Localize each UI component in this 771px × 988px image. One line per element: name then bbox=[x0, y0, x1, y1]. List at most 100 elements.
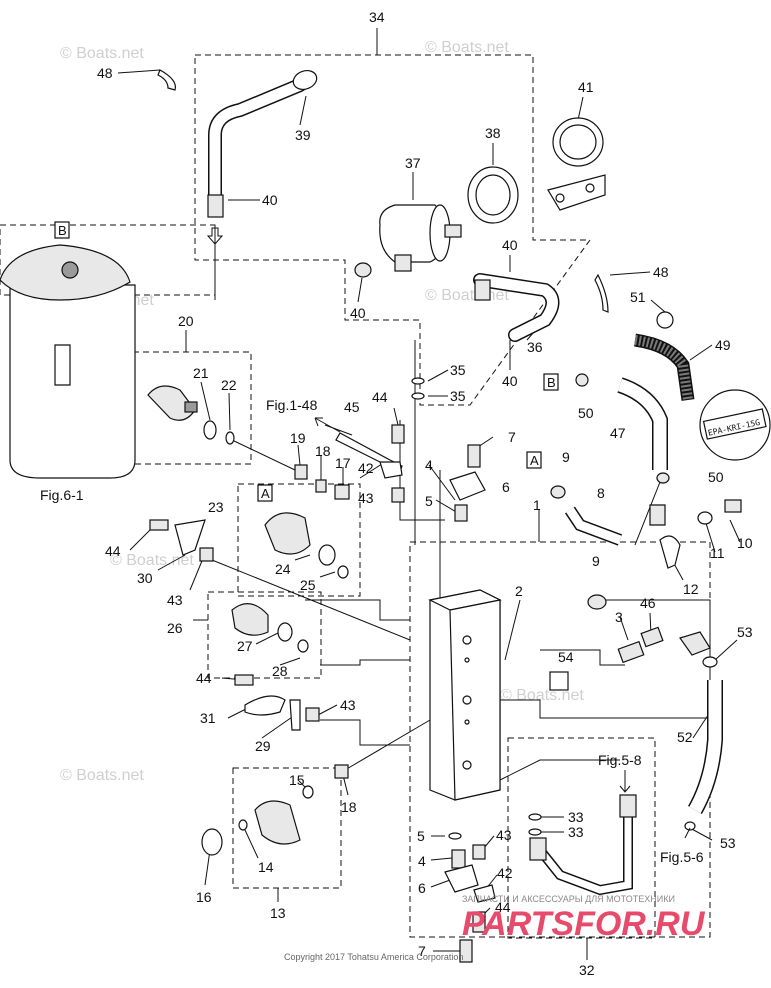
plate-6 bbox=[449, 471, 486, 501]
hose-52 bbox=[687, 680, 723, 814]
hose-8 bbox=[565, 506, 623, 546]
elbow-fitting bbox=[679, 631, 711, 656]
group-26-outline bbox=[207, 591, 322, 679]
collar-43-left bbox=[199, 547, 214, 562]
callout: 44 bbox=[105, 543, 121, 559]
callout: 2 bbox=[515, 583, 523, 599]
callout: 23 bbox=[208, 499, 224, 515]
clip-9 bbox=[550, 485, 566, 499]
brand-logo: PARTSFOR.RU bbox=[462, 905, 706, 943]
watermark-layer: © Boats.net © Boats.net © Boats.net © Bo… bbox=[60, 39, 584, 784]
clip-50b bbox=[656, 472, 670, 484]
group-13-outline bbox=[232, 767, 342, 889]
callout: 9 bbox=[592, 553, 600, 569]
fitting-3 bbox=[617, 640, 645, 664]
callout: 37 bbox=[405, 155, 421, 171]
arrow-fig-5-8 bbox=[619, 770, 631, 793]
callout: 21 bbox=[193, 365, 209, 381]
washer-5b bbox=[448, 832, 462, 840]
callout: 33 bbox=[568, 824, 584, 840]
group-1-outline bbox=[409, 541, 711, 938]
fuel-hose-39 bbox=[207, 69, 318, 218]
callout: 50 bbox=[708, 469, 724, 485]
callout: 51 bbox=[630, 289, 646, 305]
connection-line bbox=[540, 649, 625, 666]
callout: 39 bbox=[295, 127, 311, 143]
callout: 10 bbox=[737, 535, 753, 551]
callout: 49 bbox=[715, 337, 731, 353]
callout: 45 bbox=[344, 399, 360, 415]
filter-bracket bbox=[547, 117, 606, 211]
connection-line bbox=[320, 659, 410, 666]
fitting-21 bbox=[147, 385, 198, 421]
collar-43-mid bbox=[305, 707, 320, 722]
callout: 43 bbox=[358, 490, 374, 506]
t-fitting bbox=[649, 504, 666, 526]
ref-box-letter: A bbox=[530, 453, 539, 468]
washer-35a bbox=[411, 377, 425, 385]
clip-9b bbox=[587, 594, 607, 610]
bracket-29 bbox=[289, 699, 301, 731]
connection-line bbox=[499, 759, 620, 781]
hose-47 bbox=[617, 377, 668, 470]
callout: 54 bbox=[558, 649, 574, 665]
ref-box-b-mid: B bbox=[543, 373, 559, 391]
callout: 18 bbox=[315, 443, 331, 459]
terminal-12 bbox=[659, 535, 681, 569]
callout: 7 bbox=[508, 429, 516, 445]
callout: 44 bbox=[196, 670, 212, 686]
callout: 33 bbox=[568, 809, 584, 825]
washer-33b bbox=[528, 828, 542, 836]
clip-48b bbox=[594, 273, 609, 313]
callout: 42 bbox=[358, 460, 374, 476]
ref-box-letter: B bbox=[547, 375, 556, 390]
callout: 4 bbox=[425, 457, 433, 473]
callout: 48 bbox=[97, 65, 113, 81]
clip-53a bbox=[702, 656, 718, 668]
callout: 20 bbox=[178, 313, 194, 329]
ref-box-b-top: B bbox=[54, 221, 70, 239]
plate-6b bbox=[444, 864, 479, 893]
bolt-7 bbox=[467, 444, 481, 468]
ref-box-a-left: A bbox=[257, 484, 273, 502]
bolt-10 bbox=[724, 499, 742, 513]
grommet-4 bbox=[454, 504, 468, 522]
callout: 35 bbox=[450, 388, 466, 404]
collar-43 bbox=[391, 487, 405, 503]
grommet-4b bbox=[451, 849, 466, 869]
callout: 1 bbox=[533, 497, 541, 513]
bolt-44 bbox=[391, 424, 405, 444]
clip-50a bbox=[575, 373, 589, 387]
bracket-30 bbox=[174, 519, 206, 556]
callout: 32 bbox=[579, 962, 595, 978]
watermark: © Boats.net bbox=[110, 552, 194, 569]
ref-box-letter: B bbox=[58, 223, 67, 238]
callout: 9 bbox=[562, 449, 570, 465]
clip-48a bbox=[157, 69, 177, 91]
fig-ref-5-8: Fig.5-8 bbox=[598, 752, 642, 768]
callout: 17 bbox=[335, 455, 351, 471]
callout: 5 bbox=[417, 828, 425, 844]
fig-ref-5-6: Fig.5-6 bbox=[660, 849, 704, 865]
callout: 43 bbox=[167, 592, 183, 608]
connection-line bbox=[231, 439, 296, 471]
connection-line bbox=[500, 599, 711, 719]
mounting-plate bbox=[428, 589, 502, 801]
clip-42b bbox=[473, 884, 496, 903]
callout: 42 bbox=[497, 865, 513, 881]
fig-ref-6-1: Fig.6-1 bbox=[40, 487, 84, 503]
group-23-outline bbox=[237, 483, 361, 597]
callout: 40 bbox=[502, 373, 518, 389]
bolt-44-left bbox=[149, 519, 169, 531]
arrow-fig-5-6 bbox=[684, 827, 691, 839]
callout: 25 bbox=[300, 577, 316, 593]
watermark: © Boats.net bbox=[60, 767, 144, 784]
callout: 41 bbox=[578, 79, 594, 95]
water-separator bbox=[0, 244, 136, 479]
collar-18-lower bbox=[334, 764, 349, 779]
connection-line bbox=[320, 719, 410, 746]
arrow-fig-1-48 bbox=[314, 417, 341, 433]
bolt-44b bbox=[472, 911, 486, 933]
connection-line bbox=[399, 420, 445, 521]
callout: 40 bbox=[350, 305, 366, 321]
